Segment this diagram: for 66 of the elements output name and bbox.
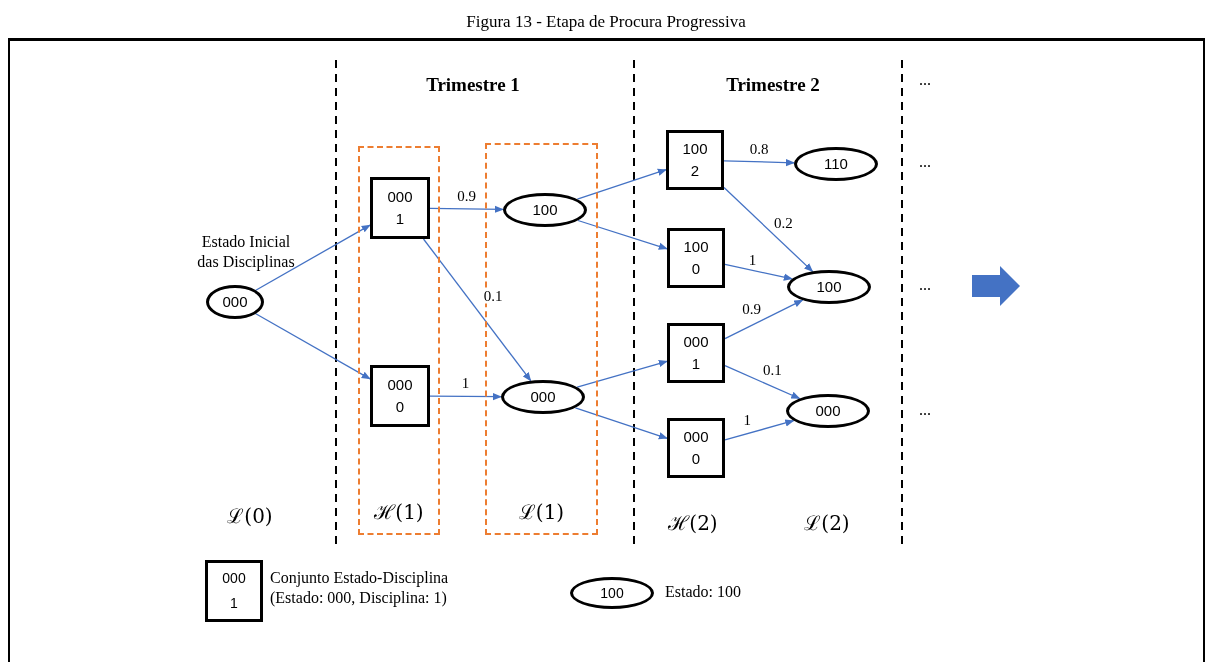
edge-label: 0.2 bbox=[772, 215, 794, 231]
legend-text: Estado: 100 bbox=[665, 582, 742, 602]
edge-label: 1 bbox=[747, 252, 758, 268]
node-text: 000 bbox=[387, 375, 413, 395]
node-caption: Estado Inicial das Disciplinas bbox=[196, 232, 296, 272]
state-ellipse bbox=[786, 394, 870, 428]
layer-label: ℒ(2) bbox=[804, 509, 850, 536]
ellipsis: ... bbox=[919, 71, 931, 89]
node-text: 100 bbox=[532, 200, 558, 220]
node-text: 000 bbox=[815, 401, 841, 421]
state-discipline-box bbox=[370, 365, 430, 427]
dashed-group-box bbox=[485, 143, 598, 535]
arrow bbox=[429, 393, 502, 401]
edge-label: 0.1 bbox=[482, 288, 504, 304]
edge-label: 1 bbox=[742, 412, 752, 428]
dashed-group-box bbox=[358, 146, 440, 535]
arrow bbox=[255, 313, 371, 380]
edge-label: 0.9 bbox=[741, 301, 763, 317]
layer-label: ℋ(2) bbox=[668, 509, 718, 536]
node-text: 0 bbox=[691, 259, 701, 279]
node-text: 2 bbox=[690, 161, 700, 181]
legend-sample-text: 1 bbox=[230, 595, 238, 611]
legend-text: Conjunto Estado-Disciplina (Estado: 000, Disciplina: 1) bbox=[270, 568, 450, 608]
node-text: 000 bbox=[530, 387, 556, 407]
column-heading: Trimestre 1 bbox=[426, 74, 520, 96]
column-heading: Trimestre 2 bbox=[726, 74, 820, 96]
node-text: 1 bbox=[691, 354, 701, 374]
state-discipline-box bbox=[667, 323, 725, 383]
state-ellipse bbox=[501, 380, 585, 414]
legend-sample-text: 000 bbox=[222, 570, 246, 586]
node-text: 0 bbox=[395, 397, 405, 417]
ellipsis: ... bbox=[919, 276, 931, 294]
edge-label: 0.1 bbox=[761, 362, 783, 378]
legend-sample-text: 100 bbox=[600, 585, 624, 601]
node-text: 000 bbox=[683, 332, 709, 352]
node-text: 000 bbox=[387, 187, 413, 207]
arrow bbox=[422, 238, 532, 382]
arrow bbox=[724, 263, 793, 281]
arrow bbox=[723, 158, 795, 167]
node-text: 110 bbox=[824, 154, 848, 174]
edge-label: 0.9 bbox=[456, 188, 477, 204]
state-discipline-box bbox=[666, 130, 724, 190]
state-ellipse bbox=[787, 270, 871, 304]
group-label: ℒ(1) bbox=[518, 499, 565, 525]
node-text: 000 bbox=[222, 292, 248, 312]
node-text: 100 bbox=[682, 139, 708, 159]
node-text: 100 bbox=[816, 277, 842, 297]
arrow bbox=[255, 224, 371, 291]
layer-label: ℒ(0) bbox=[227, 502, 273, 529]
state-discipline-box bbox=[667, 228, 725, 288]
state-discipline-box bbox=[667, 418, 725, 478]
node-text: 100 bbox=[683, 237, 709, 257]
figure-title: Figura 13 - Etapa de Procura Progressiva bbox=[466, 12, 746, 32]
state-ellipse bbox=[503, 193, 587, 227]
ellipsis: ... bbox=[919, 401, 931, 419]
node-text: 1 bbox=[395, 209, 405, 229]
node-text: 0 bbox=[691, 449, 701, 469]
arrow bbox=[429, 205, 504, 213]
group-label: ℋ(1) bbox=[374, 499, 424, 525]
arrow bbox=[724, 299, 804, 340]
ellipsis: ... bbox=[919, 153, 931, 171]
state-discipline-box bbox=[370, 177, 430, 239]
edge-label: 1 bbox=[460, 375, 471, 391]
edge-label: 0.8 bbox=[748, 141, 770, 157]
state-ellipse bbox=[206, 285, 264, 319]
node-text: 000 bbox=[683, 427, 709, 447]
